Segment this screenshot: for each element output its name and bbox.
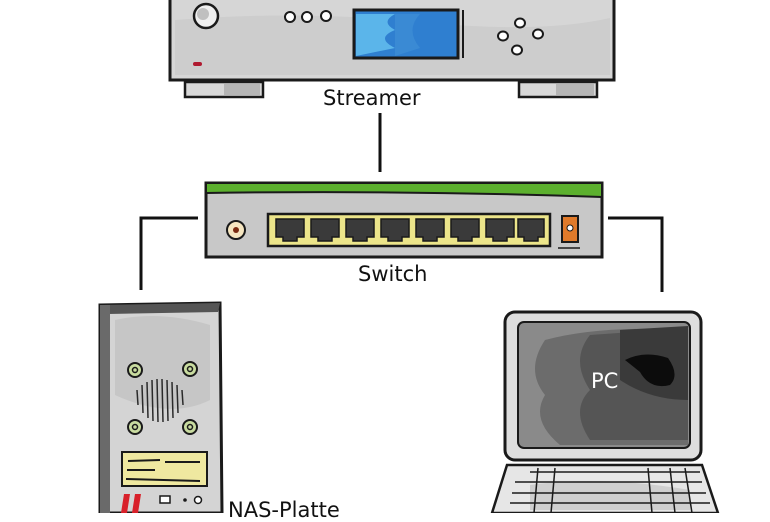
keyboard-keys-icon <box>510 467 710 513</box>
node-label-pc: PC <box>591 369 619 393</box>
ethernet-port-icon <box>517 218 545 242</box>
ethernet-port-icon <box>485 218 515 242</box>
edge-switch-pc <box>608 216 664 292</box>
node-label-nas: NAS-Platte <box>228 498 340 522</box>
node-label-switch: Switch <box>358 262 428 286</box>
edge-switch-nas <box>139 216 198 290</box>
ethernet-port-icon <box>275 218 305 242</box>
streamer-device[interactable] <box>168 0 616 99</box>
vent-screw-icons <box>127 361 198 435</box>
switch-device[interactable] <box>204 181 604 259</box>
pc-device[interactable] <box>490 310 720 513</box>
ethernet-ports <box>275 218 545 242</box>
fan-grille-icon <box>136 378 184 423</box>
nas-led-icons <box>121 494 203 513</box>
ethernet-port-icon <box>450 218 480 242</box>
ethernet-port-icon <box>415 218 445 242</box>
node-label-streamer: Streamer <box>323 86 421 110</box>
connections <box>139 113 664 292</box>
ethernet-port-icon <box>380 218 410 242</box>
navigation-pad-icon <box>497 17 544 56</box>
ethernet-port-icon <box>310 218 340 242</box>
nas-device[interactable] <box>98 301 224 513</box>
status-led-icon <box>193 62 202 66</box>
drive-label <box>121 451 208 487</box>
button-row-icon <box>284 10 332 23</box>
ethernet-port-icon <box>345 218 375 242</box>
display-screen <box>352 8 464 60</box>
